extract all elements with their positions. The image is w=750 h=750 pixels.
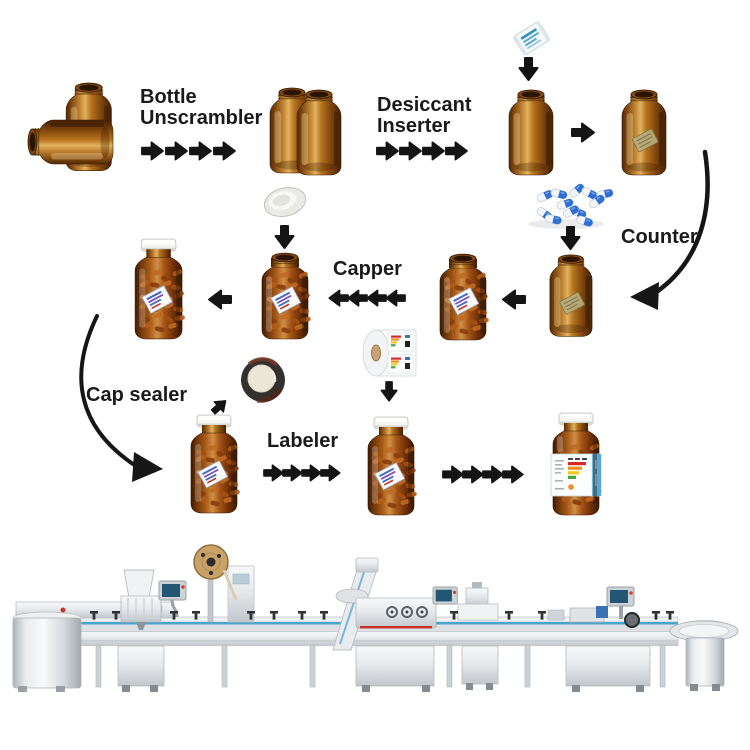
stage-label-desiccant-inserter: Desiccant Inserter <box>377 95 472 137</box>
sealing-machine-icon <box>457 582 499 690</box>
stage-label-line: Cap sealer <box>86 384 188 406</box>
down-arrow-icon <box>380 381 398 402</box>
capping-machine-icon <box>332 557 458 692</box>
up-right-arrow-icon <box>208 395 231 418</box>
label-roll-icon <box>362 329 417 377</box>
left-arrow-icon <box>208 289 232 310</box>
foil-seal-icon <box>241 358 285 402</box>
stage-label-line: Unscrambler <box>140 107 263 129</box>
flow-arrows-capper <box>328 289 406 307</box>
curved-arrow-counter-icon <box>630 149 710 310</box>
empty-bottle-icon <box>508 89 554 176</box>
turntable-icon <box>669 620 739 691</box>
stage-label-line: Bottle <box>140 86 197 108</box>
desiccant-reel-icon <box>193 544 255 623</box>
filled-bottle-icon <box>262 253 311 339</box>
stage-label-line: Inserter <box>377 115 451 137</box>
left-arrow-icon <box>502 289 526 310</box>
lying-bottle-icon <box>27 119 114 165</box>
stage-label-line: Capper <box>333 258 402 280</box>
flow-arrows-desiccant <box>376 141 468 161</box>
stage-label-line: Counter <box>621 226 698 248</box>
stage-label-counter: Counter <box>621 227 698 248</box>
capped-bottle-icon <box>135 239 185 339</box>
curved-arrow-capsealer-icon <box>79 314 163 482</box>
stage-label-bottle-unscrambler: Bottle Unscrambler <box>140 87 262 129</box>
stage-label-capper: Capper <box>333 259 402 280</box>
desiccant-bottle-icon <box>622 90 666 175</box>
down-arrow-icon <box>274 225 295 249</box>
counter-bottle-icon <box>550 255 592 337</box>
flow-arrows-labeler <box>263 464 341 482</box>
labeling-machine-icon <box>547 586 651 692</box>
stage-label-line: Labeler <box>267 430 339 452</box>
flow-arrows-output <box>442 465 524 484</box>
capped-bottle-icon <box>368 417 417 515</box>
bottle-pair-icon <box>269 87 342 176</box>
stage-label-line: Desiccant <box>377 94 472 116</box>
capped-bottle-icon <box>191 415 240 513</box>
production-line-icon <box>12 544 739 692</box>
stage-label-cap-sealer: Cap sealer <box>86 385 187 406</box>
filled-bottle-icon <box>440 254 489 340</box>
counting-machine-icon <box>117 569 187 692</box>
down-arrow-icon <box>560 226 581 250</box>
stage-label-labeler: Labeler <box>267 431 338 452</box>
flow-arrows-unscrambler <box>141 141 236 161</box>
flow-arrow-icon <box>571 122 595 143</box>
white-cap-icon <box>260 182 310 222</box>
down-arrow-icon <box>518 57 539 81</box>
desiccant-packet-icon <box>512 20 551 57</box>
final-labeled-bottle-icon <box>551 413 602 515</box>
capsules-pile-icon <box>528 181 615 229</box>
